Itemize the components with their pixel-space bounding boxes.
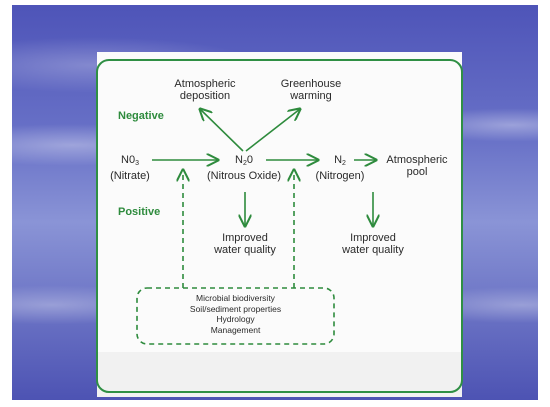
node-nitrogen: N2 (Nitrogen): [310, 154, 370, 182]
factor-item: Hydrology: [216, 314, 255, 324]
nitrogen-name: (Nitrogen): [315, 170, 365, 182]
nitrate-name: (Nitrate): [110, 170, 150, 182]
node-atmospheric-pool: Atmospheric pool: [386, 154, 448, 178]
factor-item: Microbial biodiversity: [196, 293, 275, 303]
nitrous-oxide-name: (Nitrous Oxide): [207, 170, 281, 182]
label-improved-water-quality-1: Improved water quality: [214, 232, 276, 256]
diagram-frame: [96, 59, 463, 393]
factor-item: Soil/sediment properties: [189, 303, 282, 314]
factor-item: Management: [210, 324, 261, 335]
factors-list: Microbial biodiversity Soil/sediment pro…: [137, 293, 334, 335]
arrow-to-greenhouse-warming: [245, 109, 300, 152]
factors-box: [136, 287, 335, 345]
diagram-panel-upper: [97, 52, 462, 352]
label-improved-water-quality-2: Improved water quality: [342, 232, 404, 256]
node-nitrous-oxide: N20 (Nitrous Oxide): [198, 154, 290, 182]
node-nitrate: N03 (Nitrate): [105, 154, 155, 182]
nitrate-formula: N03: [121, 154, 139, 167]
arrow-to-atmospheric-deposition: [200, 109, 244, 152]
label-negative: Negative: [118, 110, 164, 122]
nitrogen-formula: N2: [334, 154, 346, 167]
label-atmospheric-deposition: Atmospheric deposition: [174, 78, 236, 102]
label-positive: Positive: [118, 206, 161, 218]
nitrous-oxide-formula: N20: [235, 154, 253, 167]
label-greenhouse-warming: Greenhouse warming: [280, 78, 342, 102]
